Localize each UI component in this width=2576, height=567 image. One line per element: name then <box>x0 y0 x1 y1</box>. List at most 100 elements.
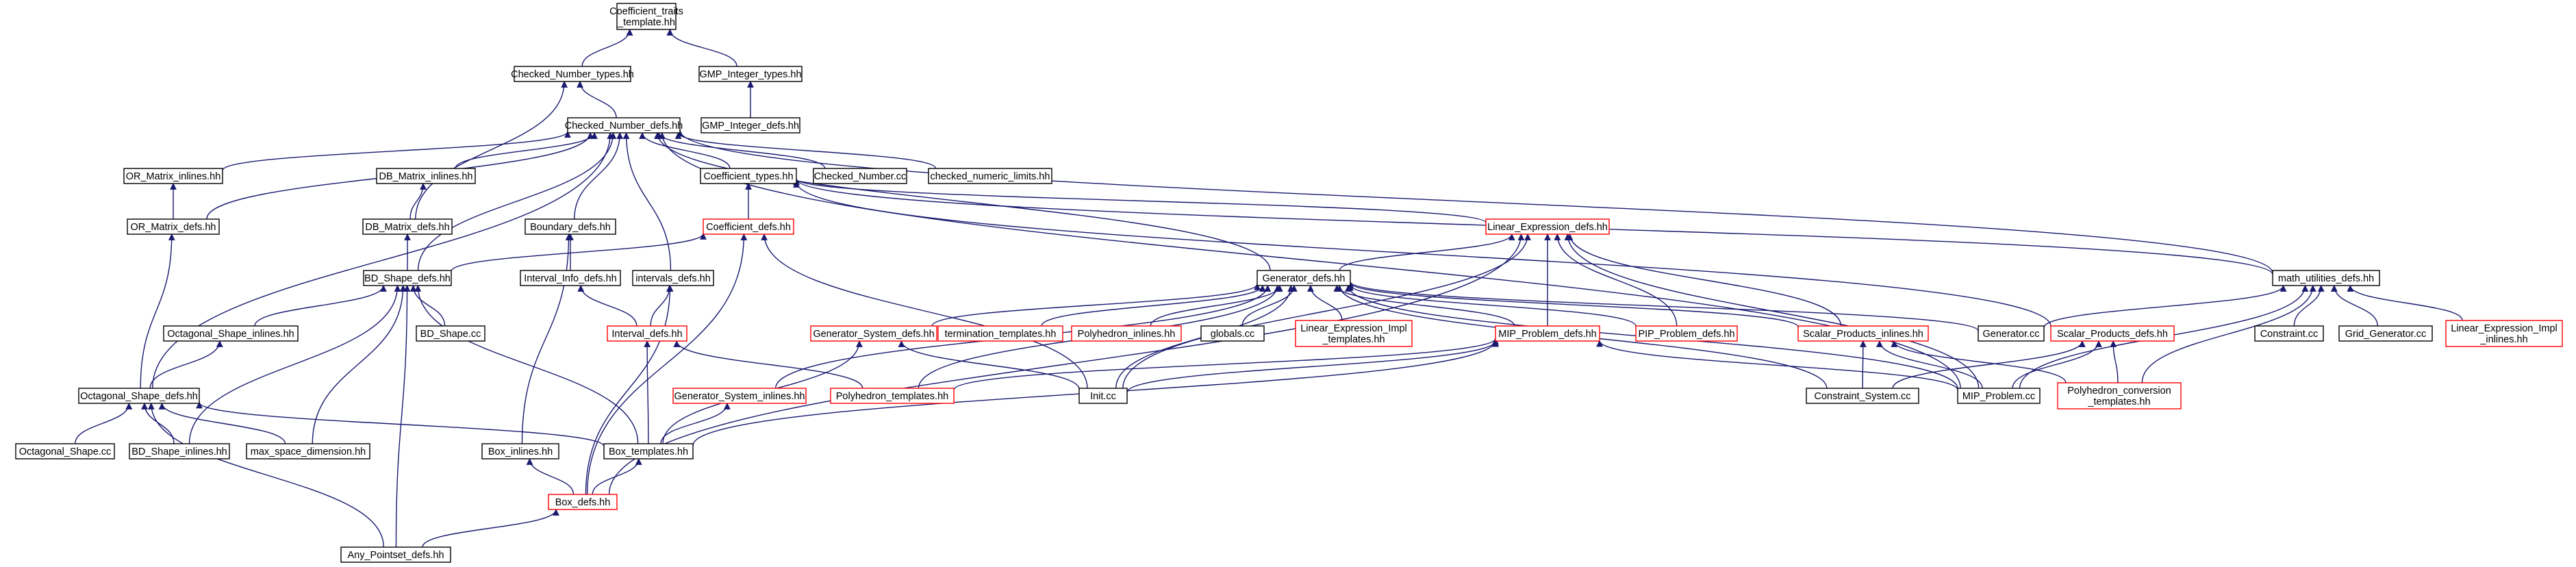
dependency-edge <box>608 234 1525 495</box>
node-box <box>698 66 803 82</box>
node-box <box>1806 388 1919 404</box>
file-node-linear-expression-impl-templates[interactable]: Linear_Expression_Impl_templates.hh <box>1295 320 1413 347</box>
node-box <box>616 3 677 30</box>
dependency-edge <box>1859 340 1867 389</box>
dependency-edge <box>654 132 1271 271</box>
file-node-constraint-cc[interactable]: Constraint.cc <box>2254 325 2324 342</box>
node-box <box>2057 382 2182 410</box>
file-node-db-matrix-inlines[interactable]: DB_Matrix_inlines.hh <box>376 168 476 184</box>
file-node-polyhedron-inlines[interactable]: Polyhedron_inlines.hh <box>1071 325 1182 342</box>
node-box <box>632 270 714 286</box>
file-node-generator-cc[interactable]: Generator.cc <box>1978 325 2045 342</box>
file-node-globals-cc[interactable]: globals.cc <box>1200 325 1265 342</box>
node-box <box>1978 325 2045 342</box>
node-label: Scalar_Products_inlines.hh <box>1803 329 1923 340</box>
dependency-edge <box>415 81 568 220</box>
dependency-edge <box>577 81 617 118</box>
dependency-edge <box>574 132 624 220</box>
node-box <box>672 388 807 404</box>
file-node-polyhedron-conversion-templates[interactable]: Polyhedron_conversion_templates.hh <box>2057 382 2182 410</box>
file-node-intervals-defs[interactable]: intervals_defs.hh <box>632 270 714 286</box>
file-node-coef-traits: Coefficient_traits_template.hh <box>609 3 683 30</box>
file-node-mip-problem-cc[interactable]: MIP_Problem.cc <box>1957 388 2041 404</box>
dependency-edge <box>222 131 571 171</box>
file-node-box-defs[interactable]: Box_defs.hh <box>548 494 618 510</box>
dependency-edge <box>141 403 175 444</box>
node-box <box>362 218 453 235</box>
dependency-edge <box>898 340 1080 390</box>
file-node-any-pointset-defs[interactable]: Any_Pointset_defs.hh <box>340 546 451 563</box>
file-node-coefficient-types[interactable]: Coefficient_types.hh <box>700 168 797 184</box>
file-node-checked-numeric-limits[interactable]: checked_numeric_limits.hh <box>928 168 1052 184</box>
file-node-checked-number-types[interactable]: Checked_Number_types.hh <box>511 66 634 82</box>
file-node-octagonal-shape-inlines[interactable]: Octagonal_Shape_inlines.hh <box>163 325 299 342</box>
node-label: Interval_Info_defs.hh <box>524 273 616 284</box>
file-node-interval-info-defs[interactable]: Interval_Info_defs.hh <box>520 270 621 286</box>
file-node-linear-expression-defs[interactable]: Linear_Expression_defs.hh <box>1485 218 1610 235</box>
file-node-grid-generator-cc[interactable]: Grid_Generator.cc <box>2338 325 2433 342</box>
file-node-gmp-integer-types[interactable]: GMP_Integer_types.hh <box>698 66 803 82</box>
dependency-edge <box>2347 285 2463 321</box>
file-node-bd-shape-cc[interactable]: BD_Shape.cc <box>416 325 485 342</box>
file-node-math-utilities-defs[interactable]: math_utilities_defs.hh <box>2272 270 2380 286</box>
file-node-checked-number-defs[interactable]: Checked_Number_defs.hh <box>565 117 683 134</box>
node-label: Scalar_Products_defs.hh <box>2057 329 2168 340</box>
file-node-db-matrix-defs[interactable]: DB_Matrix_defs.hh <box>362 218 453 235</box>
node-label: BD_Shape_inlines.hh <box>131 446 227 457</box>
file-node-termination-templates[interactable]: termination_templates.hh <box>937 325 1063 342</box>
file-node-octagonal-shape-defs[interactable]: Octagonal_Shape_defs.hh <box>78 388 200 404</box>
node-box <box>525 218 616 235</box>
node-label: Linear_Expression_Impl <box>2451 323 2558 334</box>
node-box <box>1257 270 1351 286</box>
file-node-bd-shape-defs[interactable]: BD_Shape_defs.hh <box>363 270 452 286</box>
dependency-edge <box>2330 285 2378 327</box>
file-node-polyhedron-templates[interactable]: Polyhedron_templates.hh <box>830 388 955 404</box>
file-node-or-matrix-defs[interactable]: OR_Matrix_defs.hh <box>127 218 220 235</box>
file-node-scalar-products-defs[interactable]: Scalar_Products_defs.hh <box>2050 325 2175 342</box>
file-node-generator-system-inlines[interactable]: Generator_System_inlines.hh <box>672 388 807 404</box>
node-label: Constraint.cc <box>2260 329 2319 340</box>
file-node-box-templates[interactable]: Box_templates.hh <box>603 443 694 459</box>
node-box <box>1495 325 1600 342</box>
file-node-or-matrix-inlines[interactable]: OR_Matrix_inlines.hh <box>123 168 223 184</box>
file-node-boundary-defs[interactable]: Boundary_defs.hh <box>525 218 616 235</box>
file-node-pip-problem-defs[interactable]: PIP_Problem_defs.hh <box>1635 325 1738 342</box>
dependency-edge <box>455 132 598 169</box>
file-node-max-space-dimension[interactable]: max_space_dimension.hh <box>246 443 370 459</box>
file-node-init-cc[interactable]: Init.cc <box>1078 388 1128 404</box>
file-node-coefficient-defs[interactable]: Coefficient_defs.hh <box>703 218 794 235</box>
dependency-edge <box>140 234 175 389</box>
node-label: Grid_Generator.cc <box>2345 329 2426 340</box>
node-label: Octagonal_Shape.cc <box>19 446 112 457</box>
file-node-interval-defs[interactable]: Interval_defs.hh <box>607 325 687 342</box>
node-label: _template.hh <box>617 17 675 28</box>
dependency-edge <box>673 340 863 389</box>
file-node-gmp-integer-defs[interactable]: GMP_Integer_defs.hh <box>700 117 800 134</box>
node-box <box>481 443 559 459</box>
dependency-edge <box>2012 340 2102 389</box>
file-node-scalar-products-inlines[interactable]: Scalar_Products_inlines.hh <box>1797 325 1929 342</box>
file-node-linear-expression-impl-inlines[interactable]: Linear_Expression_Impl_inlines.hh <box>2445 320 2563 347</box>
dependency-edge <box>581 29 633 67</box>
node-label: Polyhedron_inlines.hh <box>1078 329 1176 340</box>
node-box <box>2272 270 2380 286</box>
file-node-constraint-system-cc[interactable]: Constraint_System.cc <box>1806 388 1919 404</box>
node-label: _templates.hh <box>1322 334 1385 345</box>
file-node-generator-defs[interactable]: Generator_defs.hh <box>1257 270 1351 286</box>
dependency-edge <box>147 403 384 548</box>
file-node-generator-system-defs[interactable]: Generator_System_defs.hh <box>810 325 937 342</box>
node-label: Coefficient_types.hh <box>703 171 793 182</box>
file-node-octagonal-shape-cc[interactable]: Octagonal_Shape.cc <box>15 443 115 459</box>
node-label: Box_inlines.hh <box>488 446 553 457</box>
node-box <box>813 168 907 184</box>
node-box <box>376 168 476 184</box>
file-node-mip-problem-defs[interactable]: MIP_Problem_defs.hh <box>1495 325 1600 342</box>
dependency-edge <box>312 285 407 444</box>
node-label: Init.cc <box>1090 391 1116 402</box>
file-node-box-inlines[interactable]: Box_inlines.hh <box>481 443 559 459</box>
file-node-bd-shape-inlines[interactable]: BD_Shape_inlines.hh <box>129 443 230 459</box>
file-node-checked-number-cc[interactable]: Checked_Number.cc <box>813 168 907 184</box>
dependency-edge <box>409 183 427 220</box>
dependency-edge <box>586 234 748 495</box>
node-label: max_space_dimension.hh <box>251 446 366 457</box>
